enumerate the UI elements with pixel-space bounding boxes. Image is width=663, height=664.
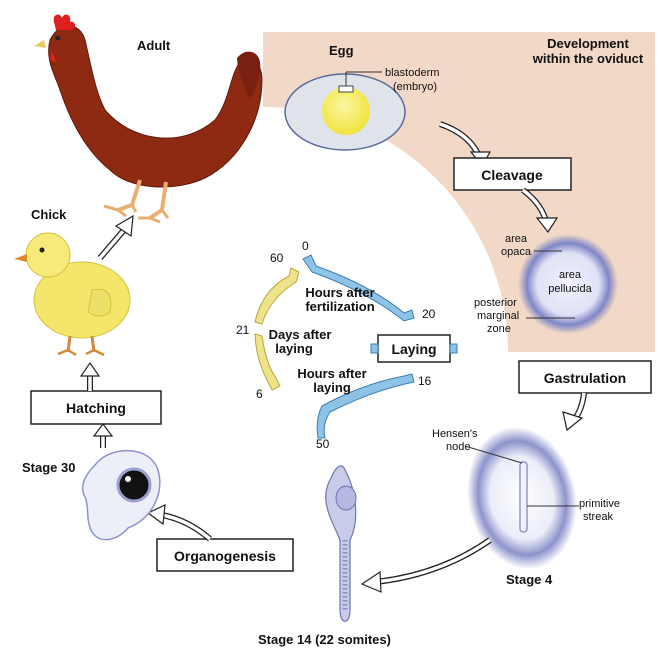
hensens-line2: node [446, 441, 470, 453]
primitive-line2: streak [583, 511, 613, 523]
lay-caption-line2: laying [313, 380, 351, 395]
chick-illustration [14, 232, 131, 357]
hatching-box [30, 390, 162, 425]
days-start: 6 [256, 387, 263, 401]
egg-illustration [284, 71, 406, 151]
blastoderm-disc [518, 234, 618, 334]
area-pellucida-line1: area [559, 269, 582, 281]
hatching-label: Hatching [66, 400, 126, 416]
days-caption-line1: Days after [269, 327, 332, 342]
stage14-embryo [325, 465, 357, 622]
area-pellucida-line2: pellucida [548, 283, 592, 295]
lay-start: 16 [418, 374, 432, 388]
chick-label: Chick [31, 207, 67, 222]
adult-hen-illustration [34, 14, 263, 224]
arrowhead-stage30-to-hatching [92, 423, 114, 437]
egg-label: Egg [329, 43, 354, 58]
arrowhead-chick-to-adult [114, 214, 134, 238]
area-opaca-line1: area [505, 233, 528, 245]
gastrulation-label: Gastrulation [544, 370, 626, 386]
days-end: 60 [270, 251, 284, 265]
stage30-embryo [81, 449, 161, 541]
stage30-label: Stage 30 [22, 460, 75, 475]
arrowhead-cleavage-to-blastoderm [535, 217, 559, 234]
area-opaca-line2: opaca [501, 246, 532, 258]
embryo-label: (embryo) [393, 81, 437, 93]
laying-box [377, 334, 451, 363]
lay-caption-line1: Hours after [297, 366, 366, 381]
cleavage-box [453, 157, 572, 191]
posterior-line2: marginal [477, 310, 519, 322]
days-bracket-upper [254, 267, 300, 325]
posterior-line3: zone [487, 323, 511, 335]
lay-end: 50 [316, 437, 330, 451]
oviduct-title-line2: within the oviduct [532, 51, 644, 66]
fertilization-bracket-shape [302, 254, 415, 322]
laying-label: Laying [391, 341, 436, 357]
arrowhead-gastrulation-to-stage4 [562, 411, 584, 432]
fert-start: 0 [302, 239, 309, 253]
primitive-line1: primitive [579, 498, 620, 510]
arrowhead-hatching-to-chick [79, 361, 101, 377]
arrowhead-organogenesis-to-stage30 [146, 504, 166, 526]
adult-label: Adult [137, 38, 171, 53]
arrow-stage4-to-stage14 [374, 537, 492, 585]
oviduct-title-line1: Development [547, 36, 629, 51]
blastoderm-label: blastoderm [385, 67, 439, 79]
laying-tab-left [370, 343, 379, 354]
hensens-pointer [464, 445, 523, 464]
laying-tab-right [449, 343, 458, 354]
fert-end: 20 [422, 307, 436, 321]
hensens-line1: Hensen's [432, 428, 478, 440]
laying-bracket-shape [316, 373, 415, 439]
cleavage-label: Cleavage [481, 167, 543, 183]
fert-caption-line2: fertilization [305, 299, 374, 314]
days-mid: 21 [236, 323, 250, 337]
organogenesis-box [156, 538, 294, 572]
posterior-line1: posterior [474, 297, 517, 309]
gastrulation-box [518, 360, 652, 394]
stage14-label: Stage 14 (22 somites) [258, 632, 391, 647]
arrowhead-stage4-to-stage14 [360, 570, 382, 593]
stage4-label: Stage 4 [506, 572, 553, 587]
fert-caption-line1: Hours after [305, 285, 374, 300]
primitive-streak [519, 461, 528, 533]
days-bracket-lower [254, 333, 281, 391]
days-caption-line2: laying [275, 341, 313, 356]
organogenesis-label: Organogenesis [174, 548, 276, 564]
